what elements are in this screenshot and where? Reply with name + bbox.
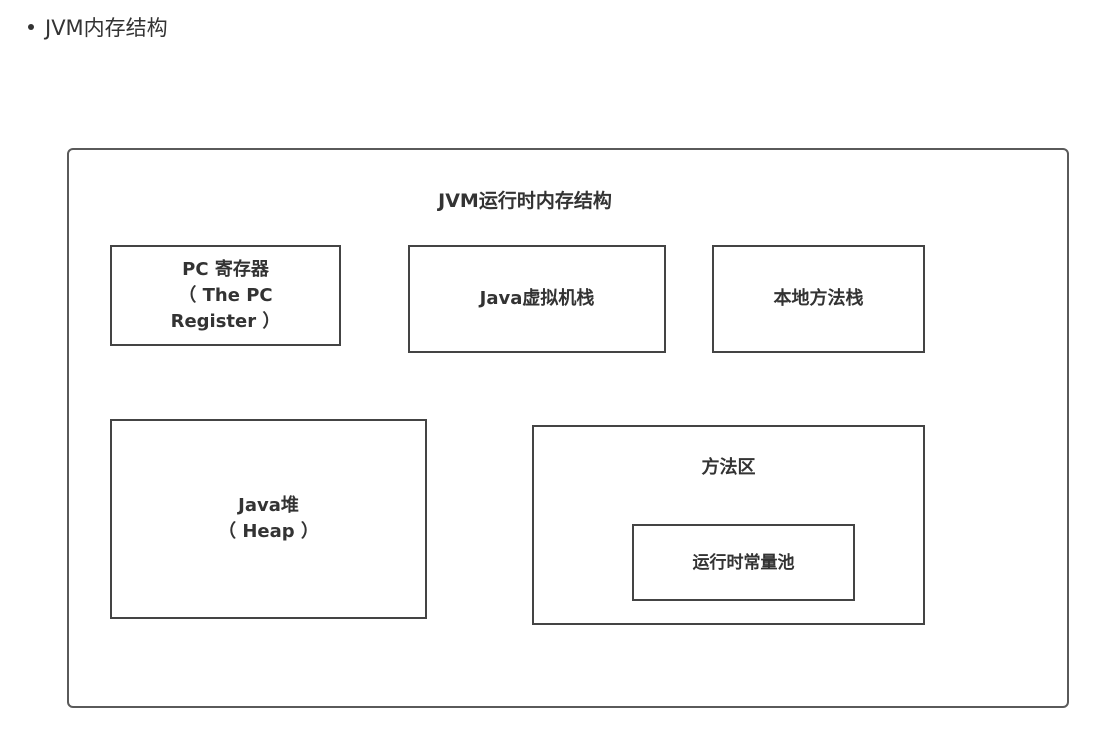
- jvm-stack-box: Java虚拟机栈: [408, 245, 666, 353]
- native-method-stack-label: 本地方法栈: [773, 288, 864, 309]
- bullet-text: JVM内存结构: [45, 16, 168, 40]
- method-area-label: 方法区: [701, 457, 756, 478]
- pc-register-box: PC 寄存器 （ The PC Register ）: [110, 245, 341, 346]
- diagram-title: JVM运行时内存结构: [438, 190, 612, 212]
- bullet-list-item: JVM内存结构: [28, 12, 168, 42]
- pc-register-label-line2: （ The PC: [178, 284, 273, 306]
- pc-register-label-line3: Register ）: [170, 310, 281, 332]
- heap-label-line1: Java堆: [238, 495, 299, 516]
- jvm-stack-label: Java虚拟机栈: [479, 288, 595, 309]
- runtime-constant-pool-label: 运行时常量池: [692, 552, 795, 573]
- bullet-dot-icon: [28, 24, 34, 30]
- diagram-outer-frame: [67, 148, 1069, 708]
- heap-label-line2: （ Heap ）: [218, 521, 319, 542]
- heap-box: Java堆 （ Heap ）: [110, 419, 427, 619]
- runtime-constant-pool-box: 运行时常量池: [632, 524, 855, 601]
- pc-register-label-line1: PC 寄存器: [182, 258, 269, 280]
- native-method-stack-box: 本地方法栈: [712, 245, 925, 353]
